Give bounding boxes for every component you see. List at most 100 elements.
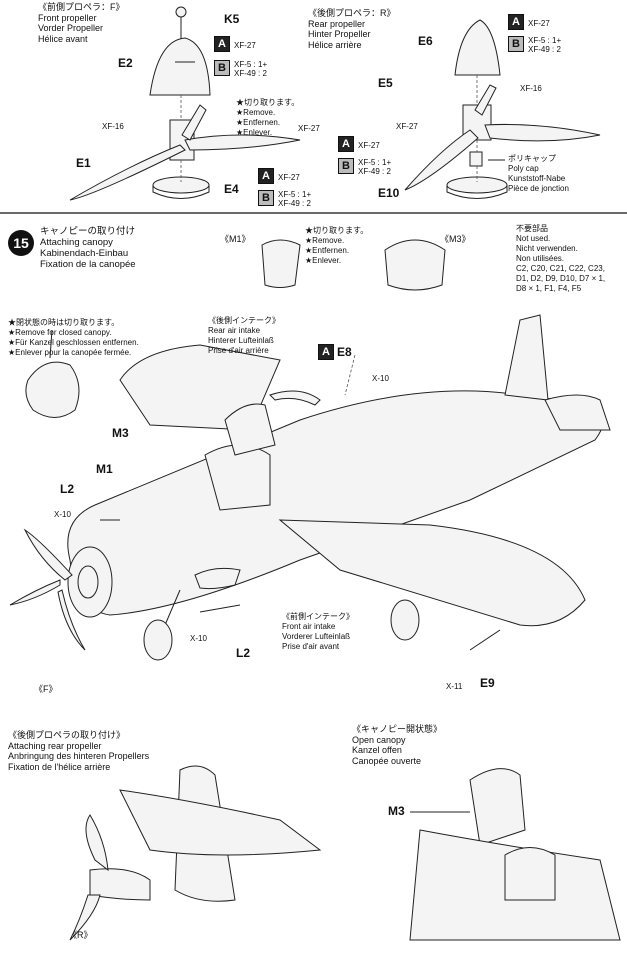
paint-box-a: A [214,36,230,52]
front-propeller-en: Front propeller [38,12,97,23]
part-label-l2-bottom: L2 [236,646,251,660]
part-label-e6: E6 [418,34,433,48]
rear-intake-de: Hinterer Lufteinlaß [208,336,274,345]
canopy-cut-note: ★切り取ります。 ★Remove. ★Entfernen. ★Enlever. [305,226,368,266]
paint-code-xf27-prop: XF-27 [298,124,320,133]
rear-prop-attach-caption: 《後側プロペラの取り付け》 Attaching rear propeller A… [8,730,149,772]
not-used-list: C2, C20, C21, C22, C23, [516,264,605,273]
part-label-l2-top: L2 [60,482,75,496]
paint-code: XF-5 : 1+ [528,36,562,45]
m1-label: 《M1》 [220,234,251,244]
paint-box-b: B [338,158,354,174]
not-used-jp: 不要部品 [516,224,548,233]
closed-note-jp: ★閉状態の時は切り取ります。 [8,318,120,327]
rear-prop-attach-fr: Fixation de l'hélice arrière [8,761,111,772]
paint-code: XF-27 [358,141,380,150]
cut-off-en: ★Remove. [236,108,276,117]
cut-off-de: ★Entfernen. [305,246,350,255]
part-label-m3-open: M3 [388,804,405,818]
rear-intake-jp: 《後側インテーク》 [208,316,280,325]
paint-code: XF-5 : 1+ [278,190,312,199]
part-label-e10: E10 [378,186,400,200]
rear-prop-attach-en: Attaching rear propeller [8,740,102,751]
paint-code: XF-49 : 2 [358,167,391,176]
part-label-e9: E9 [480,676,495,690]
paint-callout-b-2: B XF-5 : 1+XF-49 : 2 [258,190,311,208]
step-title-jp: キャノピーの取り付け [40,226,136,237]
paint-callout-b-3: B XF-5 : 1+XF-49 : 2 [508,36,561,54]
front-intake-note: 《前側インテーク》 Front air intake Vorderer Luft… [282,612,354,652]
poly-cap-de: Kunststoff-Nabe [508,174,566,183]
paint-callout-b-1: B XF-5 : 1+XF-49 : 2 [214,60,267,78]
front-intake-jp: 《前側インテーク》 [282,612,354,621]
poly-cap-jp: ポリキャップ [508,154,556,163]
paint-code: XF-27 [278,173,300,182]
step-number: 15 [8,230,34,256]
paint-callout-a-4: A XF-27 [338,136,380,152]
cut-off-jp: ★切り取ります。 [236,98,300,107]
open-canopy-drawing [409,768,621,941]
front-prop-label: 《F》 [34,684,58,694]
part-label-e1: E1 [76,156,91,170]
paint-box-a: A [508,14,524,30]
open-canopy-fr: Canopée ouverte [352,755,422,766]
airplane-drawing [9,314,611,661]
paint-box-a: A [258,168,274,184]
rear-propeller-attach-drawing [69,765,322,941]
glue-x10-e8: X-10 [372,374,389,383]
cut-off-fr: ★Enlever. [305,256,342,265]
not-used-parts: 不要部品 Not used. Nicht verwenden. Non util… [516,224,605,294]
glue-x10-front: X-10 [190,634,207,643]
paint-box-b: B [258,190,274,206]
not-used-en: Not used. [516,234,551,243]
canopy-parts-drawing [25,239,446,418]
rear-intake-note: 《後側インテーク》 Rear air intake Hinterer Lufte… [208,316,280,356]
part-label-m1: M1 [96,462,113,476]
rear-propeller-en: Rear propeller [308,18,366,29]
rear-intake-en: Rear air intake [208,326,261,335]
rear-prop-label: 《R》 [68,930,93,940]
paint-box-a: A [338,136,354,152]
poly-cap-en: Poly cap [508,164,539,173]
glue-x10-l2: X-10 [54,510,71,519]
step-title-de: Kabinendach-Einbau [40,248,129,259]
rear-propeller-caption: 《後側プロペラ：R》 Rear propeller Hinter Propell… [308,8,396,50]
cut-off-jp: ★切り取ります。 [305,226,369,235]
open-canopy-en: Open canopy [352,734,406,745]
front-propeller-caption: 《前側プロペラ：F》 Front propeller Vorder Propel… [38,2,125,44]
open-canopy-de: Kanzel offen [352,745,402,755]
glue-x11: X-11 [446,682,463,691]
part-label-e8: E8 [337,345,352,359]
step-title: キャノピーの取り付け Attaching canopy Kabinendach-… [40,226,136,270]
not-used-list: D8 × 1, F1, F4, F5 [516,284,582,293]
step-title-en: Attaching canopy [40,237,113,248]
paint-code-xf16-rear: XF-16 [520,84,542,93]
closed-canopy-note: ★閉状態の時は切り取ります。 ★Remove for closed canopy… [8,318,139,358]
open-canopy-caption: 《キャノピー開状態》 Open canopy Kanzel offen Cano… [352,724,442,766]
part-label-e5: E5 [378,76,393,90]
rear-propeller-fr: Hélice arrière [308,39,362,50]
poly-cap-note: ポリキャップ Poly cap Kunststoff-Nabe Pièce de… [508,154,569,194]
closed-note-en: ★Remove for closed canopy. [8,328,112,337]
paint-callout-a-2: A XF-27 [258,168,300,184]
front-intake-en: Front air intake [282,622,336,631]
cut-off-note: ★切り取ります。 ★Remove. ★Entfernen. ★Enlever. [236,98,299,138]
paint-code: XF-27 [234,41,256,50]
paint-box-b: B [214,60,230,76]
front-propeller-drawing [69,6,301,201]
rear-propeller-drawing [404,19,601,199]
front-propeller-title: 《前側プロペラ：F》 [38,2,125,12]
front-intake-de: Vorderer Lufteinlaß [282,632,351,641]
paint-code: XF-5 : 1+ [358,158,392,167]
m3-label: 《M3》 [440,234,471,244]
not-used-list: D1, D2, D9, D10, D7 × 1, [516,274,606,283]
rear-prop-attach-jp: 《後側プロペラの取り付け》 [8,730,126,740]
paint-box-b: B [508,36,524,52]
cut-off-de: ★Entfernen. [236,118,281,127]
not-used-de: Nicht verwenden. [516,244,578,253]
part-label-e2: E2 [118,56,133,70]
paint-code: XF-49 : 2 [278,199,311,208]
front-propeller-fr: Hélice avant [38,33,88,44]
part-label-k5: K5 [224,12,240,26]
